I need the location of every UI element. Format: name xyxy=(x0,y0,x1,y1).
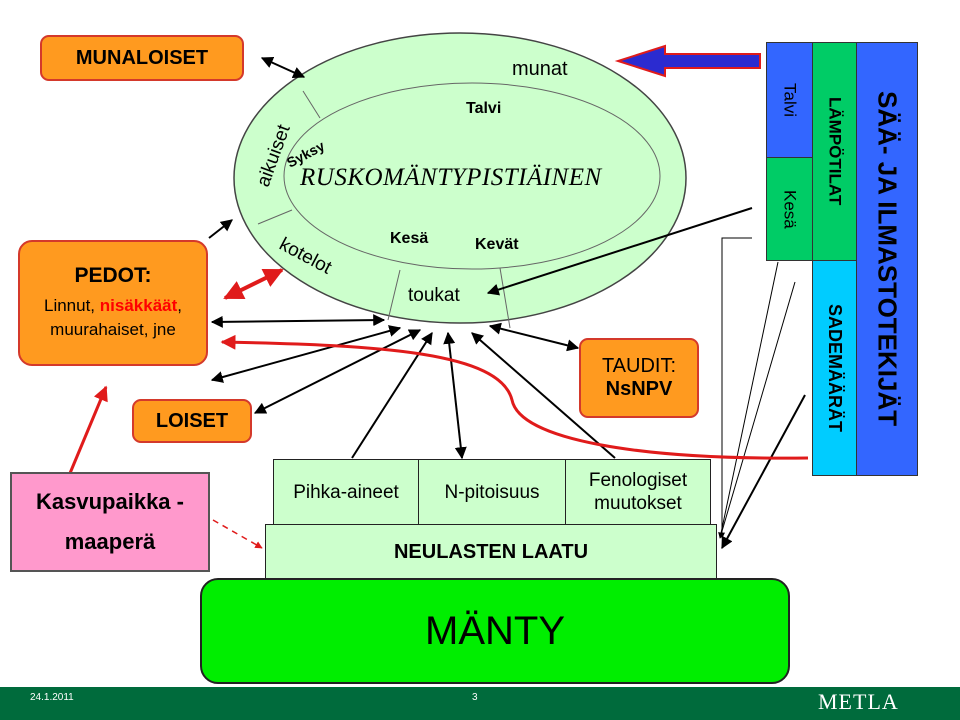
arrow-phenology-larvae xyxy=(471,332,616,459)
diseases-box: TAUDIT: NsNPV xyxy=(579,338,699,418)
precipitation-label: SADEMÄÄRÄT xyxy=(825,304,845,432)
growth-site-line1: Kasvupaikka - xyxy=(36,489,184,514)
weather-title: SÄÄ- JA ILMASTOTEKIJÄT xyxy=(872,91,903,427)
footer-date: 24.1.2011 xyxy=(30,692,74,703)
line-temperature-needles xyxy=(719,237,752,539)
pine-box: MÄNTY xyxy=(200,578,790,684)
nitrogen-cell: N-pitoisuus xyxy=(418,459,566,525)
stage-eggs-label: munat xyxy=(512,58,568,80)
egg-parasitoids-label: MUNALOISET xyxy=(75,46,209,69)
metla-logo: METLA xyxy=(818,689,899,714)
arrow-site-predators-red xyxy=(66,385,108,479)
arrow-nitrogen-larvae xyxy=(443,331,467,460)
needle-quality-box: NEULASTEN LAATU xyxy=(265,524,717,580)
growth-site-box: Kasvupaikka - maaperä xyxy=(10,472,210,572)
line-precip-needles-2 xyxy=(718,281,796,539)
parasitoids-box: LOISET xyxy=(132,399,252,443)
arrow-adults-predators xyxy=(208,219,233,239)
predators-mammals: nisäkkäät xyxy=(99,296,178,315)
weather-winter-cell: Talvi xyxy=(766,42,813,158)
diseases-title: TAUDIT: xyxy=(601,355,677,377)
parasitoids-label: LOISET xyxy=(155,409,229,432)
arrow-precip-predators-red xyxy=(220,334,809,460)
phenology-cell: Fenologiset muutokset xyxy=(565,459,711,525)
line-precip-needles-1 xyxy=(718,261,779,539)
weather-summer-label: Kesä xyxy=(780,189,800,229)
resin-cell: Pihka-aineet xyxy=(273,459,419,525)
arrow-site-needles-dashed xyxy=(212,519,263,549)
arrow-predators-larvae xyxy=(210,314,386,328)
arrow-parasitoids-larvae xyxy=(253,329,422,414)
arrow-summer-larvae xyxy=(486,207,753,296)
species-name: RUSKOMÄNTYPISTIÄINEN xyxy=(300,164,602,191)
footer-bar: 24.1.2011 3 METLA xyxy=(0,687,960,720)
season-summer-label: Kesä xyxy=(390,230,429,247)
temperatures-cell: LÄMPÖTILAT xyxy=(812,42,857,261)
weather-summer-cell: Kesä xyxy=(766,157,813,261)
precipitation-cell: SADEMÄÄRÄT xyxy=(812,260,857,476)
pine-label: MÄNTY xyxy=(425,608,565,653)
arrow-disease-larvae xyxy=(488,322,580,352)
stage-larvae-label: toukat xyxy=(408,285,460,306)
temperatures-label: LÄMPÖTILAT xyxy=(825,97,845,206)
diseases-name: NsNPV xyxy=(605,378,673,400)
season-spring-label: Kevät xyxy=(475,236,519,253)
predators-title: PEDOT: xyxy=(74,264,152,287)
weather-title-cell: SÄÄ- JA ILMASTOTEKIJÄT xyxy=(856,42,918,476)
arrow-weather-eggs-blue xyxy=(614,44,761,78)
weather-winter-label: Talvi xyxy=(780,82,800,117)
predators-line1: Linnut, nisäkkäät, xyxy=(43,296,182,315)
arrow-egg-parasitoids xyxy=(260,56,306,79)
egg-parasitoids-box: MUNALOISET xyxy=(40,35,244,81)
inner-ellipse xyxy=(283,82,661,270)
footer-page-number: 3 xyxy=(472,692,478,703)
growth-site-line2: maaperä xyxy=(64,529,156,554)
season-winter-label: Talvi xyxy=(466,100,502,117)
predators-line2: muurahaiset, jne xyxy=(50,320,176,339)
arrow-weather-needles xyxy=(721,394,806,550)
arrow-predators-pupae-red xyxy=(223,268,284,300)
predators-box: PEDOT: Linnut, nisäkkäät, muurahaiset, j… xyxy=(18,240,208,366)
